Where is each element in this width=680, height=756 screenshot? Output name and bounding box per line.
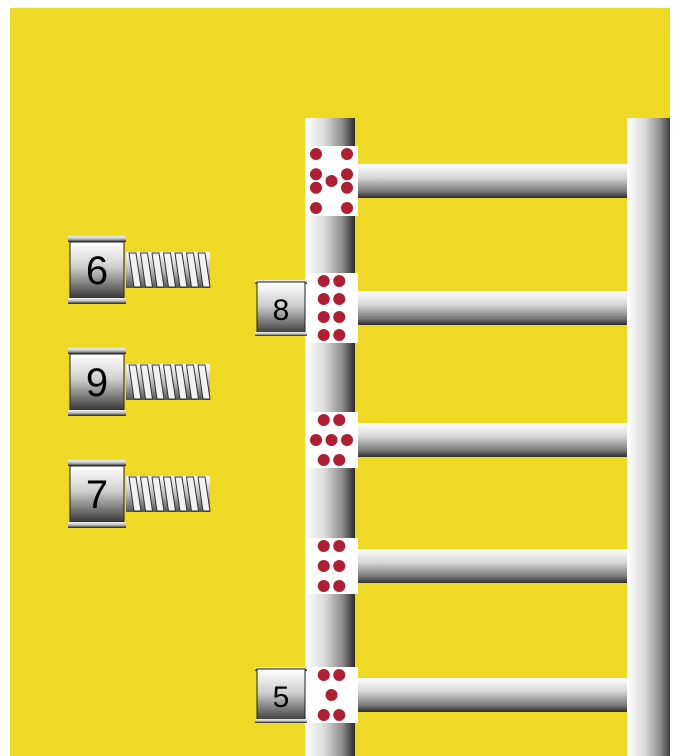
dot	[333, 311, 345, 323]
placed-number-label: 5	[273, 681, 290, 714]
cap-bottom-lip	[255, 332, 307, 336]
ladder-right-rail	[627, 118, 670, 756]
dot-panel[interactable]	[305, 667, 358, 723]
dot	[333, 560, 345, 572]
ladder-rung	[355, 549, 627, 583]
dot-panel[interactable]	[305, 273, 358, 343]
dot	[333, 275, 345, 287]
placed-number-cap[interactable]: 5	[255, 667, 307, 723]
screw-head-bottom	[68, 298, 126, 304]
dot	[318, 293, 330, 305]
cap-bottom-lip	[255, 719, 307, 723]
number-screws: 6 9 7	[68, 236, 210, 528]
dot	[333, 293, 345, 305]
dot	[318, 560, 330, 572]
dot	[333, 414, 345, 426]
dot	[318, 709, 330, 721]
screw-head-bottom	[68, 522, 126, 528]
dot	[310, 168, 322, 180]
dot-panel[interactable]	[305, 412, 358, 468]
game-board: 8 5 6 9 7	[10, 8, 670, 756]
dot	[326, 175, 338, 187]
dot	[333, 709, 345, 721]
dot	[333, 329, 345, 341]
dot	[310, 202, 322, 214]
dot	[341, 182, 353, 194]
ladder-rung	[355, 164, 627, 198]
placed-number-cap[interactable]: 8	[255, 280, 307, 336]
dot	[318, 311, 330, 323]
screw-number-label: 7	[86, 473, 108, 517]
dot	[341, 168, 353, 180]
dot	[326, 434, 338, 446]
dot	[318, 454, 330, 466]
dot	[310, 434, 322, 446]
dot	[341, 148, 353, 160]
dot	[318, 329, 330, 341]
dot	[333, 454, 345, 466]
dot-panel-bg	[305, 273, 358, 343]
dot	[318, 275, 330, 287]
screw-number-label: 9	[86, 361, 108, 405]
screw-head-top	[68, 236, 126, 242]
dot	[341, 434, 353, 446]
dot-panel[interactable]	[305, 538, 358, 594]
placed-number-label: 8	[273, 294, 290, 327]
screw-head-top	[68, 348, 126, 354]
ladder-rung	[355, 678, 627, 712]
dot	[318, 414, 330, 426]
ladder-rung	[355, 291, 627, 325]
dot	[333, 669, 345, 681]
dot	[318, 669, 330, 681]
dot	[326, 689, 338, 701]
dot-panel-bg	[305, 538, 358, 594]
dot	[333, 540, 345, 552]
screw-head-top	[68, 460, 126, 466]
dot	[333, 580, 345, 592]
screw-head-bottom	[68, 410, 126, 416]
dot	[318, 580, 330, 592]
dot-panel[interactable]	[305, 146, 358, 216]
screw-number-label: 6	[86, 249, 108, 293]
dot	[310, 148, 322, 160]
dot	[318, 540, 330, 552]
dot	[341, 202, 353, 214]
dot	[310, 182, 322, 194]
ladder-rung	[355, 423, 627, 457]
